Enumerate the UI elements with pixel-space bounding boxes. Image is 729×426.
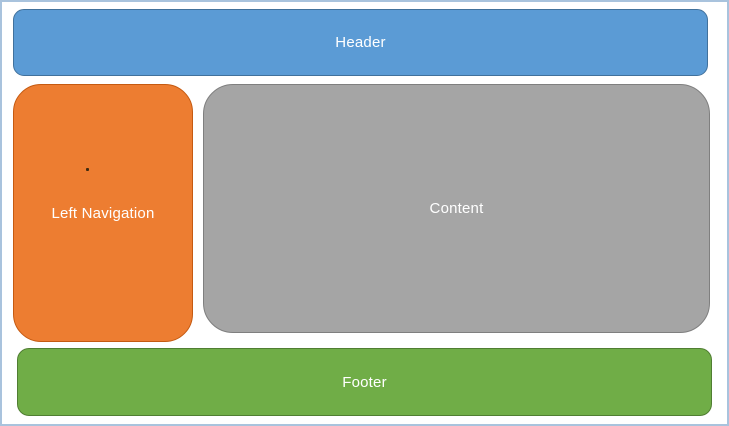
- header-region: Header: [13, 9, 708, 76]
- footer-region-label: Footer: [342, 373, 387, 391]
- content-region-label: Content: [429, 200, 484, 217]
- footer-region: Footer: [17, 348, 712, 416]
- left-navigation-region: Left Navigation: [13, 84, 193, 342]
- left-navigation-region-label: Left Navigation: [51, 204, 155, 222]
- header-region-label: Header: [335, 34, 386, 51]
- stray-dot: [86, 168, 89, 171]
- content-region: Content: [203, 84, 710, 333]
